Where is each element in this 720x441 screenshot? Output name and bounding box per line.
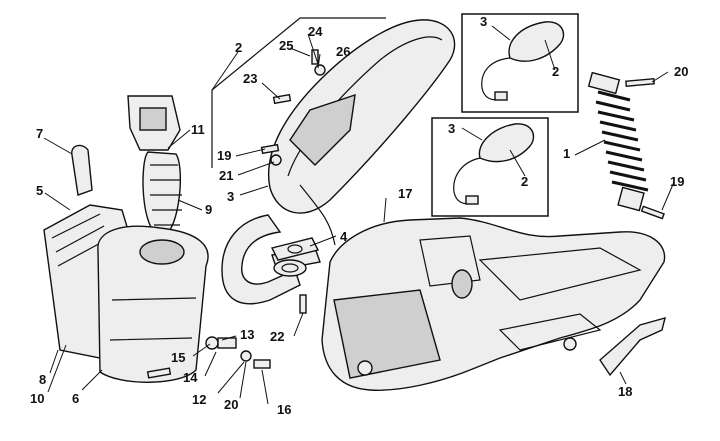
callout-24: 24 bbox=[308, 24, 323, 39]
callout-19: 19 bbox=[670, 174, 684, 189]
callout-17: 17 bbox=[398, 186, 412, 201]
callout-2: 2 bbox=[235, 40, 242, 55]
callout-18: 18 bbox=[618, 384, 632, 399]
callout-4: 4 bbox=[340, 229, 348, 244]
bolt-22 bbox=[299, 294, 307, 314]
callout-2: 2 bbox=[552, 64, 559, 79]
callout-19: 19 bbox=[217, 148, 231, 163]
filter-fasteners bbox=[146, 336, 271, 379]
callout-3: 3 bbox=[227, 189, 234, 204]
callout-13: 13 bbox=[240, 327, 254, 342]
inset-muffler-variant-b bbox=[431, 117, 549, 217]
inset-muffler-variant-a bbox=[461, 13, 579, 113]
callout-9: 9 bbox=[205, 202, 212, 217]
callout-5: 5 bbox=[36, 183, 43, 198]
callout-1: 1 bbox=[563, 146, 570, 161]
leader-lines bbox=[43, 25, 675, 405]
exhaust-muffler bbox=[268, 19, 456, 246]
callout-3: 3 bbox=[448, 121, 455, 136]
exhaust-gasket bbox=[270, 237, 320, 261]
callout-20: 20 bbox=[674, 64, 688, 79]
callout-7: 7 bbox=[36, 126, 43, 141]
callout-labels: 2 25 24 26 23 19 21 3 4 22 7 5 11 9 8 10… bbox=[30, 14, 688, 417]
callout-21: 21 bbox=[219, 168, 233, 183]
carburetor bbox=[127, 95, 182, 237]
callout-26: 26 bbox=[336, 44, 350, 59]
muffler-bolts bbox=[260, 49, 326, 166]
callout-25: 25 bbox=[279, 38, 293, 53]
engine-assembly bbox=[321, 217, 666, 391]
callout-23: 23 bbox=[243, 71, 257, 86]
kick-start-lever bbox=[599, 317, 666, 377]
shock-absorber bbox=[587, 71, 665, 220]
exhaust-group-bracket bbox=[211, 17, 386, 168]
callout-22: 22 bbox=[270, 329, 284, 344]
callout-8: 8 bbox=[39, 372, 46, 387]
callout-15: 15 bbox=[171, 350, 185, 365]
callout-3: 3 bbox=[480, 14, 487, 29]
callout-11: 11 bbox=[191, 122, 205, 137]
callout-6: 6 bbox=[72, 391, 79, 406]
callout-2: 2 bbox=[521, 174, 528, 189]
exhaust-pipe bbox=[221, 214, 321, 305]
callout-10: 10 bbox=[30, 391, 44, 406]
intake-elbow bbox=[71, 144, 93, 196]
callout-14: 14 bbox=[183, 370, 198, 385]
air-filter-box bbox=[43, 204, 209, 383]
callout-20: 20 bbox=[224, 397, 238, 412]
callout-12: 12 bbox=[192, 392, 206, 407]
callout-16: 16 bbox=[277, 402, 291, 417]
